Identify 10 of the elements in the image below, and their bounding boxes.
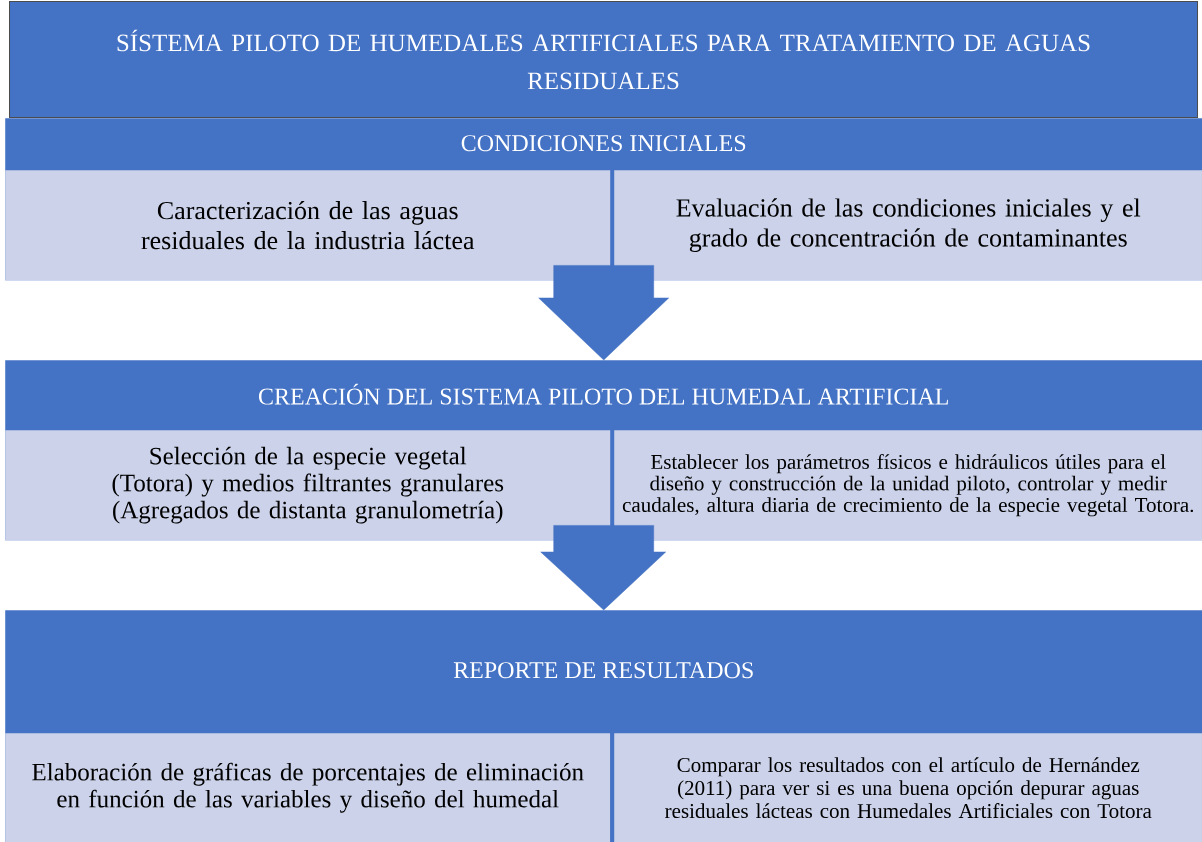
node-label: CONDICIONES INICIALES <box>461 135 746 152</box>
block-arrow <box>540 525 666 611</box>
text-box: Caracterización de las aguas residuales de la industria láctea <box>5 170 611 281</box>
text-box: Selección de la especie vegetal (Totora) y medios filtrantes granulares (Agregados de distanta granulometría) <box>5 430 611 541</box>
text-box: Establecer los parámetros físicos e hidráulicos útiles para el diseño y construcción de la unidad piloto, controlar y medir caudales, altura diaria de crecimiento de la especie vegetal Totora. <box>614 430 1202 541</box>
text-box: Elaboración de gráficas de porcentajes de eliminación en función de las variables y diseño del humedal <box>5 733 611 842</box>
text-box: Evaluación de las condiciones iniciales y el grado de concentración de contaminantes <box>614 170 1202 281</box>
block-arrow <box>538 265 669 361</box>
text-box: Comparar los resultados con el artículo de Hernández (2011) para ver si es una buena opción depurar aguas residuales lácteas con Humedales Artificiales con Totora <box>614 733 1202 842</box>
title-banner: SÍSTEMA PILOTO DE HUMEDALES ARTIFICIALES PARA TRATAMIENTO DE AGUAS RESIDUALES <box>9 1 1198 118</box>
